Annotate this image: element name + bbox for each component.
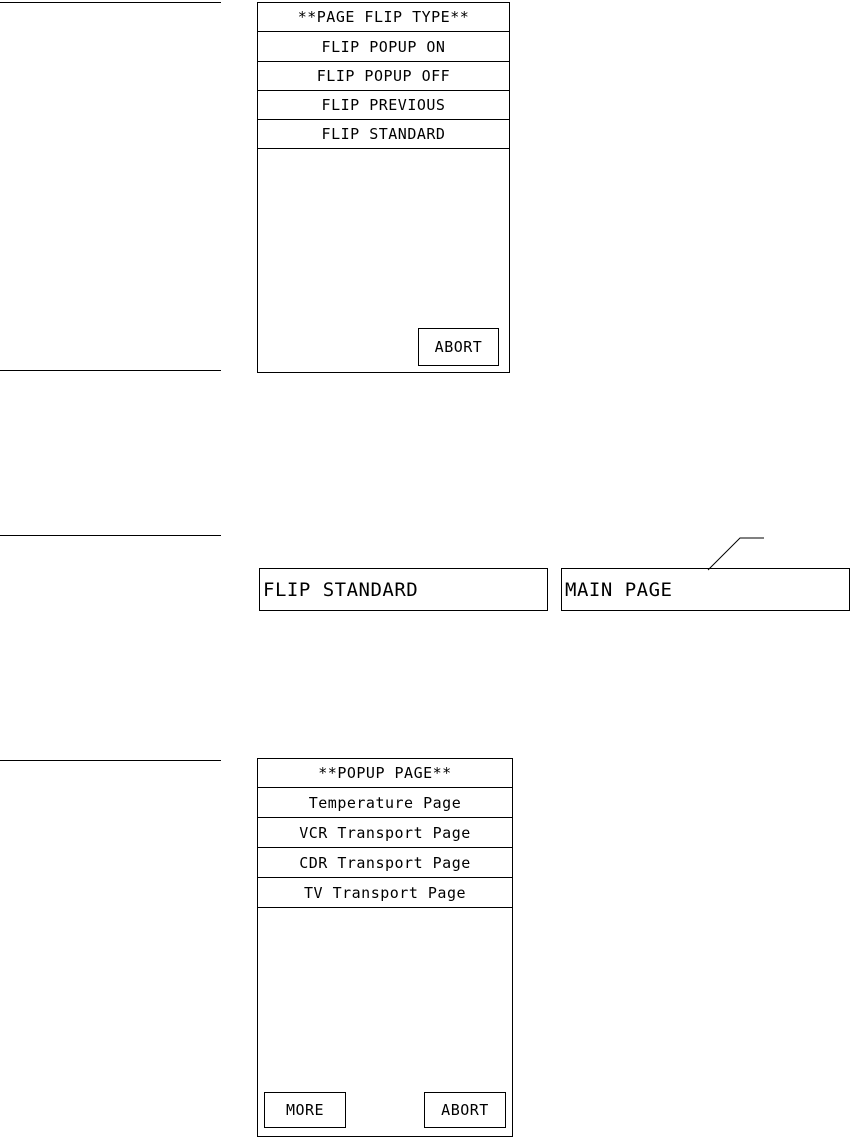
abort-button[interactable]: ABORT [418,328,499,366]
cdr-transport-page-option[interactable]: CDR Transport Page [258,848,512,878]
target-page-field[interactable]: MAIN PAGE [561,568,850,611]
divider-rule [0,535,221,536]
flip-type-field[interactable]: FLIP STANDARD [259,568,548,611]
tv-transport-page-option[interactable]: TV Transport Page [258,878,512,908]
divider-rule [0,370,221,371]
panel-title: **POPUP PAGE** [258,759,512,788]
page-flip-type-panel: **PAGE FLIP TYPE** FLIP POPUP ON FLIP PO… [257,2,510,373]
popup-page-panel: **POPUP PAGE** Temperature Page VCR Tran… [257,758,513,1137]
more-button[interactable]: MORE [264,1092,346,1128]
temperature-page-option[interactable]: Temperature Page [258,788,512,818]
flip-popup-off-option[interactable]: FLIP POPUP OFF [258,62,509,91]
panel-title: **PAGE FLIP TYPE** [258,3,509,32]
flip-previous-option[interactable]: FLIP PREVIOUS [258,91,509,120]
abort-button[interactable]: ABORT [424,1092,506,1128]
vcr-transport-page-option[interactable]: VCR Transport Page [258,818,512,848]
divider-rule [0,2,221,3]
flip-popup-on-option[interactable]: FLIP POPUP ON [258,32,509,62]
flip-standard-option[interactable]: FLIP STANDARD [258,120,509,149]
divider-rule [0,760,221,761]
